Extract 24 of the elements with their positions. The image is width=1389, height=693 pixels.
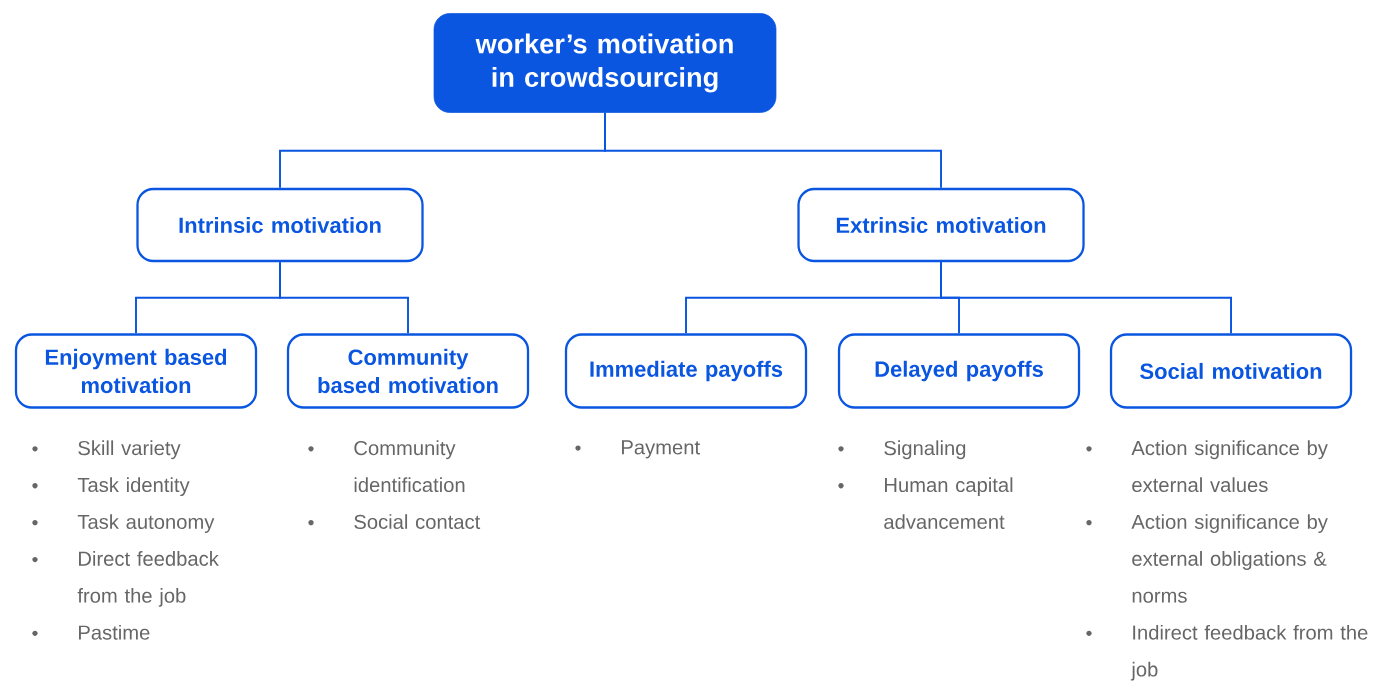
bullet-item: Social contact	[308, 514, 481, 529]
bullet-item: Human capital advancement	[838, 477, 1013, 529]
category-box: Community based motivation	[286, 333, 530, 409]
bullet-item: Payment	[575, 440, 700, 459]
connector	[604, 111, 942, 189]
category-box: Delayed payoffs	[837, 333, 1081, 409]
bullet-item: Task autonomy	[32, 514, 215, 533]
category-box: Immediate payoffs	[564, 333, 808, 409]
category-box: Enjoyment based motivation	[14, 333, 258, 409]
title-box: worker’s motivation in crowdsourcing	[433, 13, 777, 113]
category-box: Social motivation	[1109, 333, 1353, 409]
bullet-item: Indirect feedback from the job	[1086, 624, 1368, 681]
connector	[940, 261, 1232, 335]
bullet-item: Community identification	[308, 440, 465, 493]
bullet-item: Action significance by external obligations & norms	[1086, 514, 1328, 603]
bullet-item: Direct feedback from the job	[32, 551, 219, 607]
category-box: Intrinsic motivation	[136, 187, 424, 263]
bullet-item: Action significance by external values	[1086, 440, 1328, 493]
bullet-item: Signaling	[838, 440, 966, 460]
connector	[279, 261, 409, 335]
bullet-item: Task identity	[32, 477, 190, 497]
category-box: Extrinsic motivation	[797, 187, 1085, 263]
bullet-item: Skill variety	[32, 440, 181, 460]
bullet-item: Pastime	[32, 624, 150, 640]
